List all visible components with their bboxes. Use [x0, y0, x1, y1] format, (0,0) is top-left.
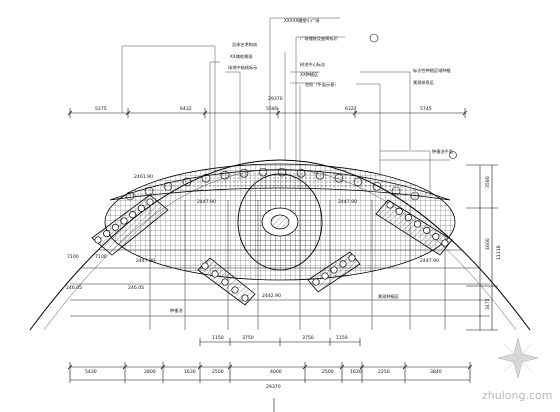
bottom-dimension-line — [67, 338, 473, 383]
callout-mid-2: XX种植区 — [300, 71, 318, 78]
bottom-dim-7: 1630 — [350, 369, 362, 375]
bottom-dim-3: 1630 — [184, 369, 196, 375]
right-dim-4: 3475 — [485, 298, 491, 310]
bottom-dim-labels: 5430 2800 1630 2500 4000 2500 1630 2250 … — [85, 369, 442, 390]
spot-level-5: 2447.90 — [420, 258, 439, 264]
left-label-4: 246.05 — [128, 285, 144, 291]
left-label-1: 7100 — [67, 254, 79, 260]
callout-center-1: XXXXX雕塑小广场 — [284, 17, 319, 24]
callout-right-1: 标志性种植区域种植 — [413, 67, 451, 74]
mid-dim-2: 3750 — [242, 335, 254, 341]
mid-dim-labels: 1150 3750 3750 1150 — [212, 335, 348, 341]
callout-right-3: 种植池平面 — [432, 148, 453, 155]
right-dim-labels: 3580 4600 11118 3475 — [485, 176, 502, 310]
left-wing-bed — [91, 194, 169, 256]
spot-level-6: 2461.90 — [134, 174, 153, 180]
spot-level-2: 2447.90 — [338, 199, 357, 205]
site-arch-outline — [29, 159, 531, 331]
callout-center-3: 树池中心标志 — [300, 61, 325, 68]
mid-dim-1: 1150 — [212, 335, 224, 341]
mid-dim-3: 3750 — [302, 335, 314, 341]
right-dim-3: 11118 — [496, 245, 502, 260]
right-dim-1: 3580 — [485, 176, 491, 188]
spot-levels: 2447.90 2447.90 2442.90 2447.90 2447.90 … — [134, 174, 439, 299]
bottom-dim-8: 2250 — [378, 369, 390, 375]
bottom-dim-9: 3840 — [430, 369, 442, 375]
callout-mid-1: 台阶（平面示意） — [305, 81, 339, 88]
callout-top-1: 总体艺术构成 — [232, 41, 257, 48]
callout-lower-2: 景观种植区 — [378, 293, 399, 300]
spot-level-1: 2447.90 — [197, 199, 216, 205]
watermark: zhulong.com — [482, 389, 553, 402]
callout-top-2: XX铺地景观 — [230, 53, 253, 60]
bottom-dim-2: 2800 — [144, 369, 156, 375]
level-marker-icon-right — [449, 151, 457, 159]
right-dim-2: 4600 — [485, 238, 491, 250]
top-dim-5: 5745 — [420, 106, 432, 112]
top-dim-1: 5375 — [95, 106, 107, 112]
callout-top-3: 场地中轴线标示 — [228, 64, 257, 71]
callout-center-2: 广场铺装及座椅标识 — [300, 35, 338, 42]
callout-right-2: 景观休息区 — [413, 79, 434, 86]
fountain-core — [270, 214, 290, 230]
left-label-2: 7100 — [95, 254, 107, 260]
top-dim-3: 5580 — [266, 106, 278, 112]
right-wing-bed — [375, 199, 453, 256]
callout-lower-1: 种植池 — [170, 307, 183, 314]
mid-dim-4: 1150 — [336, 335, 348, 341]
compass-rose-icon — [497, 337, 539, 379]
bottom-dim-6: 2500 — [322, 369, 334, 375]
right-dimension-line — [466, 164, 498, 331]
level-marker-icon — [369, 33, 379, 43]
top-overall-dim: 29370 — [268, 96, 283, 102]
spot-level-3: 2442.90 — [262, 293, 281, 299]
tree-symbols — [94, 167, 449, 302]
bottom-dim-1: 5430 — [85, 369, 97, 375]
left-labels: 7100 7100 246.05 246.05 — [66, 254, 144, 291]
top-dimension-line — [67, 108, 468, 118]
top-dim-2: 6432 — [180, 106, 192, 112]
left-label-3: 246.05 — [66, 285, 82, 291]
callout-labels: 总体艺术构成 XX铺地景观 场地中轴线标示 XXXXX雕塑小广场 广场铺装及座椅… — [170, 17, 453, 314]
top-dim-4: 6327 — [345, 106, 357, 112]
bottom-dim-5: 4000 — [270, 369, 282, 375]
spot-level-4: 2447.90 — [136, 258, 155, 264]
top-dim-labels: 5375 6432 5580 6327 5745 29370 — [95, 96, 432, 112]
bottom-dim-4: 2500 — [212, 369, 224, 375]
callout-leaders — [121, 17, 450, 195]
bottom-overall-dim: 29370 — [266, 384, 281, 390]
